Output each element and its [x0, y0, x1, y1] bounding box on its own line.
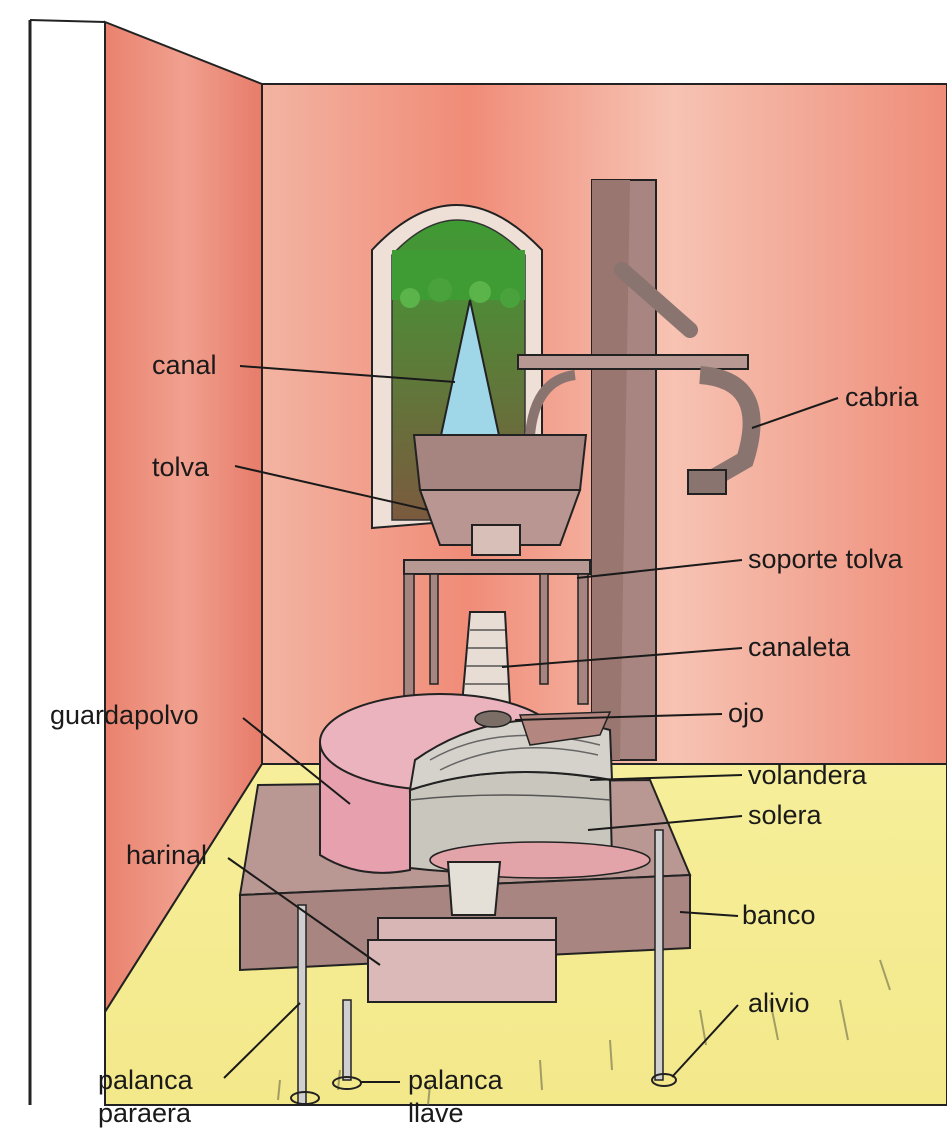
label-canaleta: canaleta	[748, 632, 850, 662]
label-palanca-llave-1: palanca	[408, 1065, 503, 1095]
tolva-hopper	[414, 435, 586, 555]
label-palanca-llave-2: llave	[408, 1098, 464, 1128]
label-canal: canal	[152, 350, 217, 380]
label-soporte-tolva: soporte tolva	[748, 544, 903, 574]
label-volandera: volandera	[748, 760, 867, 790]
canaleta-chute	[462, 612, 510, 705]
label-solera: solera	[748, 800, 822, 830]
label-banco: banco	[742, 900, 816, 930]
label-tolva: tolva	[152, 452, 209, 482]
label-palanca-paraera-1: palanca	[98, 1065, 193, 1095]
label-alivio: alivio	[748, 988, 810, 1018]
label-cabria: cabria	[845, 382, 919, 412]
label-guardapolvo: guardapolvo	[50, 700, 199, 730]
label-ojo: ojo	[728, 698, 764, 728]
label-harinal: harinal	[126, 840, 207, 870]
label-palanca-paraera-2: paraera	[98, 1098, 191, 1128]
